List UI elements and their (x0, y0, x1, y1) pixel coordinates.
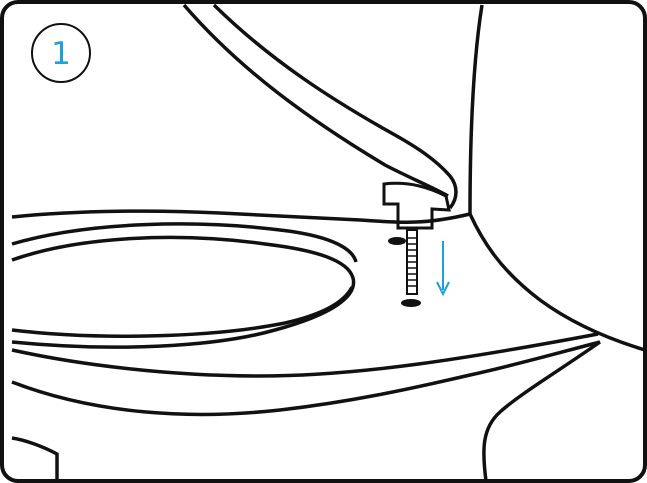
mounting-hole-upper (388, 237, 406, 245)
step-number: 1 (51, 36, 71, 72)
mounting-hole-lower (401, 299, 421, 307)
threaded-bolt (407, 230, 417, 294)
